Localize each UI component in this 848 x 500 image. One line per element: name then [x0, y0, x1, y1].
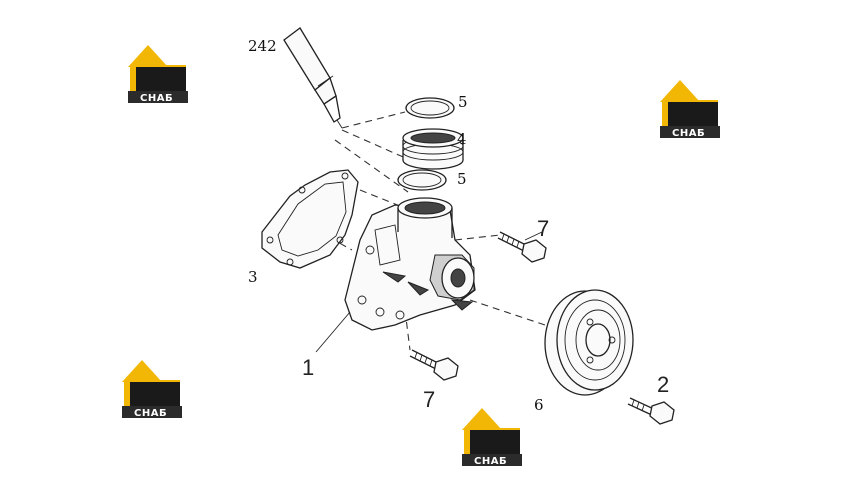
- callout-6: 6: [534, 396, 544, 414]
- callout-4: 4: [457, 130, 467, 148]
- logo-watermark: НЗ СНАБ: [462, 408, 522, 467]
- callout-3: 3: [248, 268, 258, 286]
- pulley: [544, 289, 634, 396]
- svg-text:СНАБ: СНАБ: [140, 93, 173, 104]
- sealant-tube: [283, 27, 343, 129]
- pulley-bolt: [627, 397, 675, 425]
- water-pump-body: [344, 197, 476, 331]
- logo-watermark: НЗ СНАБ: [128, 45, 188, 104]
- logo-watermark: НЗ СНАБ: [660, 80, 720, 139]
- callout-242: 242: [248, 37, 277, 55]
- callout-1: 1: [302, 355, 314, 380]
- callout-5-bottom: 5: [457, 170, 467, 188]
- bolt-top: [497, 231, 547, 263]
- svg-text:СНАБ: СНАБ: [474, 456, 507, 467]
- callout-2: 2: [657, 372, 669, 397]
- svg-text:СНАБ: СНАБ: [672, 128, 705, 139]
- callout-5-top: 5: [458, 93, 468, 111]
- callout-7-bottom: 7: [423, 387, 435, 412]
- callout-7-top: 7: [537, 216, 549, 241]
- gasket: [261, 169, 359, 269]
- o-ring-bottom: [397, 169, 447, 191]
- logo-watermark: НЗ СНАБ: [122, 360, 182, 419]
- svg-text:СНАБ: СНАБ: [134, 408, 167, 419]
- o-ring-top: [405, 97, 455, 119]
- seal-ring: [402, 128, 464, 170]
- bolt-bottom: [409, 349, 459, 381]
